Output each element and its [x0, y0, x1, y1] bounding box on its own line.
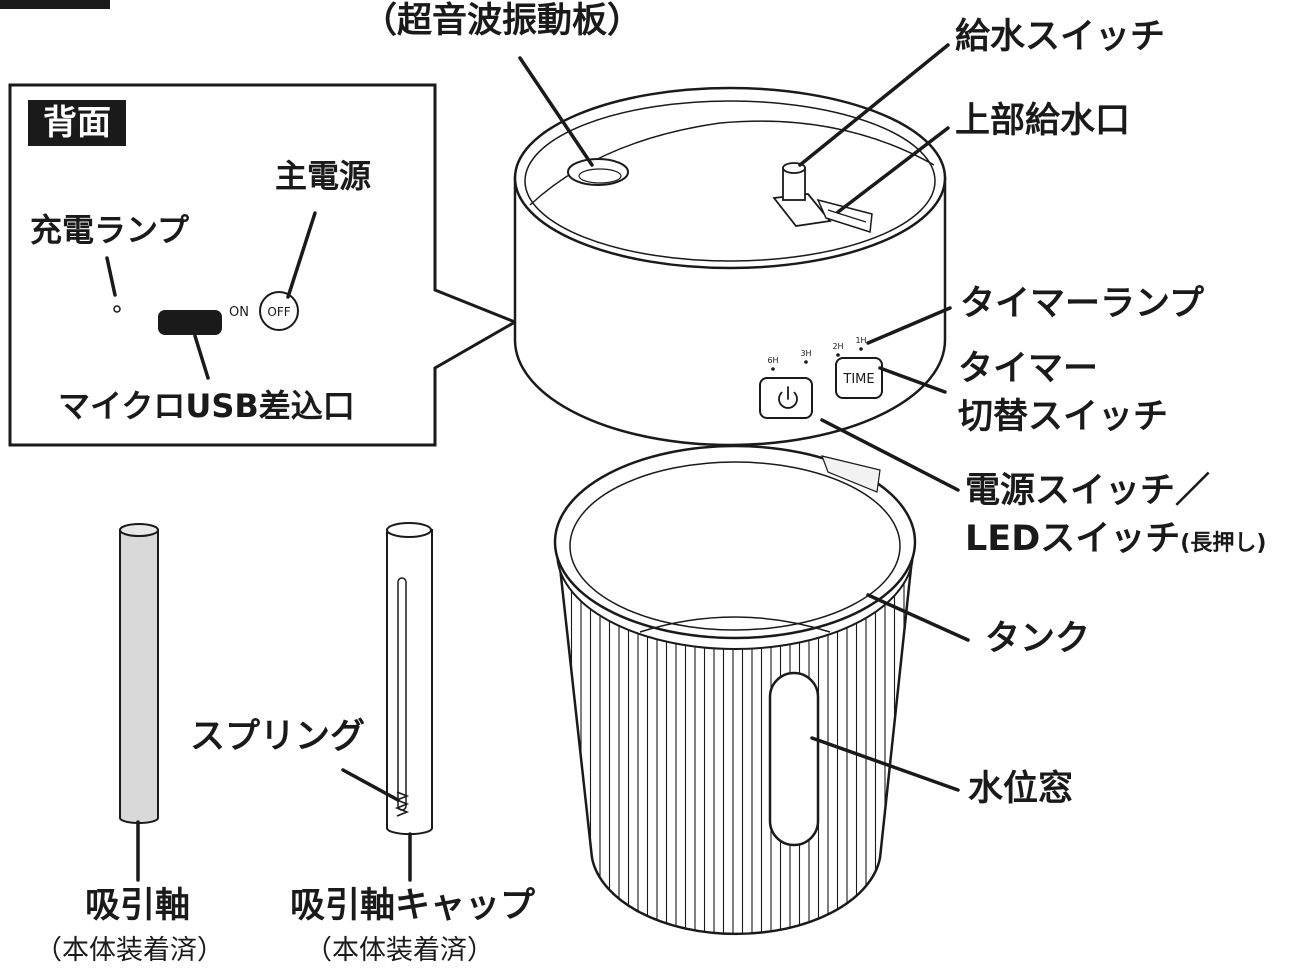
main-power-switch-icon — [259, 291, 299, 331]
main-body: 6H 3H 2H 1H TIME — [513, 86, 947, 447]
timer-mark-label: 2H — [832, 342, 843, 351]
leader-spring — [341, 768, 400, 802]
label-main-power: 主電源 — [275, 157, 372, 195]
timer-lamp-dot — [771, 367, 775, 371]
label-vibration-plate: （超音波振動板） — [362, 1, 643, 41]
leader-water-switch — [798, 43, 950, 167]
leader-water-window — [810, 736, 960, 792]
label-charge-lamp: 充電ランプ — [30, 211, 190, 249]
spring-icon — [394, 791, 410, 817]
suction-shaft-top — [119, 523, 159, 537]
power-icon — [778, 386, 798, 409]
label-timer-switch-line2: 切替スイッチ — [958, 397, 1169, 437]
leader-lines — [105, 43, 970, 882]
suction-cap-body — [386, 529, 433, 836]
leader-timer-lamp — [866, 306, 952, 345]
vibration-plate-hole-inner — [578, 168, 622, 184]
leader-timer-switch — [878, 366, 947, 394]
label-timer-switch-line1: タイマー — [958, 349, 1099, 389]
leader-top-inlet — [836, 126, 950, 214]
charge-lamp-icon — [113, 305, 121, 313]
suction-cap-top — [386, 522, 432, 538]
top-water-inlet-slit — [827, 209, 867, 223]
label-suction-cap-note: （本体装着済） — [305, 935, 494, 966]
switch-off-label: OFF — [267, 305, 290, 319]
timer-lamp-dot — [804, 360, 808, 364]
leader-power-switch — [820, 418, 960, 492]
suction-shaft — [119, 523, 159, 824]
leader-tank — [866, 593, 970, 642]
switch-on-label: ON — [229, 305, 249, 320]
label-power-switch-line2: LEDスイッチ — [965, 519, 1181, 559]
leader-main-power — [286, 211, 317, 299]
usb-port-icon — [158, 310, 222, 335]
label-suction-cap: 吸引軸キャップ — [290, 886, 536, 926]
suction-cap-slot — [397, 577, 407, 811]
label-power-switch-line2-wrap: LEDスイッチ(長押し) — [965, 522, 1266, 557]
time-button — [835, 357, 883, 399]
timer-lamps: 6H 3H 2H 1H — [767, 336, 867, 371]
corner-tab — [0, 0, 110, 9]
label-power-switch-line1: 電源スイッチ／ — [965, 471, 1211, 511]
water-level-window — [768, 671, 820, 847]
vibration-plate-hole — [567, 158, 629, 186]
timer-mark-label: 6H — [767, 356, 778, 365]
label-water-window: 水位窓 — [968, 769, 1074, 809]
label-tank: タンク — [985, 619, 1091, 659]
leader-charge-lamp — [105, 256, 117, 297]
label-timer-lamp: タイマーランプ — [960, 284, 1204, 324]
timer-mark-label: 1H — [855, 336, 866, 345]
label-suction-shaft-note: （本体装着済） — [35, 935, 224, 966]
label-usb-port: マイクロUSB差込口 — [58, 387, 355, 425]
timer-lamp-dot — [836, 353, 840, 357]
timer-mark-label: 3H — [800, 349, 811, 358]
back-panel-callout — [8, 83, 519, 447]
time-button-label: TIME — [842, 372, 874, 387]
label-power-switch-note: (長押し) — [1180, 531, 1267, 556]
main-body-inner-rim — [524, 100, 936, 262]
label-water-switch: 給水スイッチ — [955, 17, 1166, 57]
suction-cap — [386, 522, 433, 836]
top-water-inlet — [816, 198, 873, 233]
label-spring: スプリング — [190, 717, 366, 757]
back-panel-title: 背面 — [28, 100, 126, 146]
leader-vibration-plate — [518, 56, 594, 167]
label-suction-shaft: 吸引軸 — [85, 886, 191, 926]
power-button — [759, 377, 813, 419]
tank-inner-floor — [639, 616, 831, 633]
tank-body-fill — [557, 540, 914, 934]
tank-rim-inner — [569, 461, 901, 631]
tank-body-outline — [555, 539, 916, 936]
label-top-inlet: 上部給水口 — [955, 101, 1131, 141]
suction-shaft-body — [119, 529, 159, 824]
tank-inner-tab — [821, 455, 881, 493]
leader-usb-port — [193, 334, 210, 380]
tank — [553, 444, 917, 936]
timer-lamp-dot — [859, 347, 863, 351]
